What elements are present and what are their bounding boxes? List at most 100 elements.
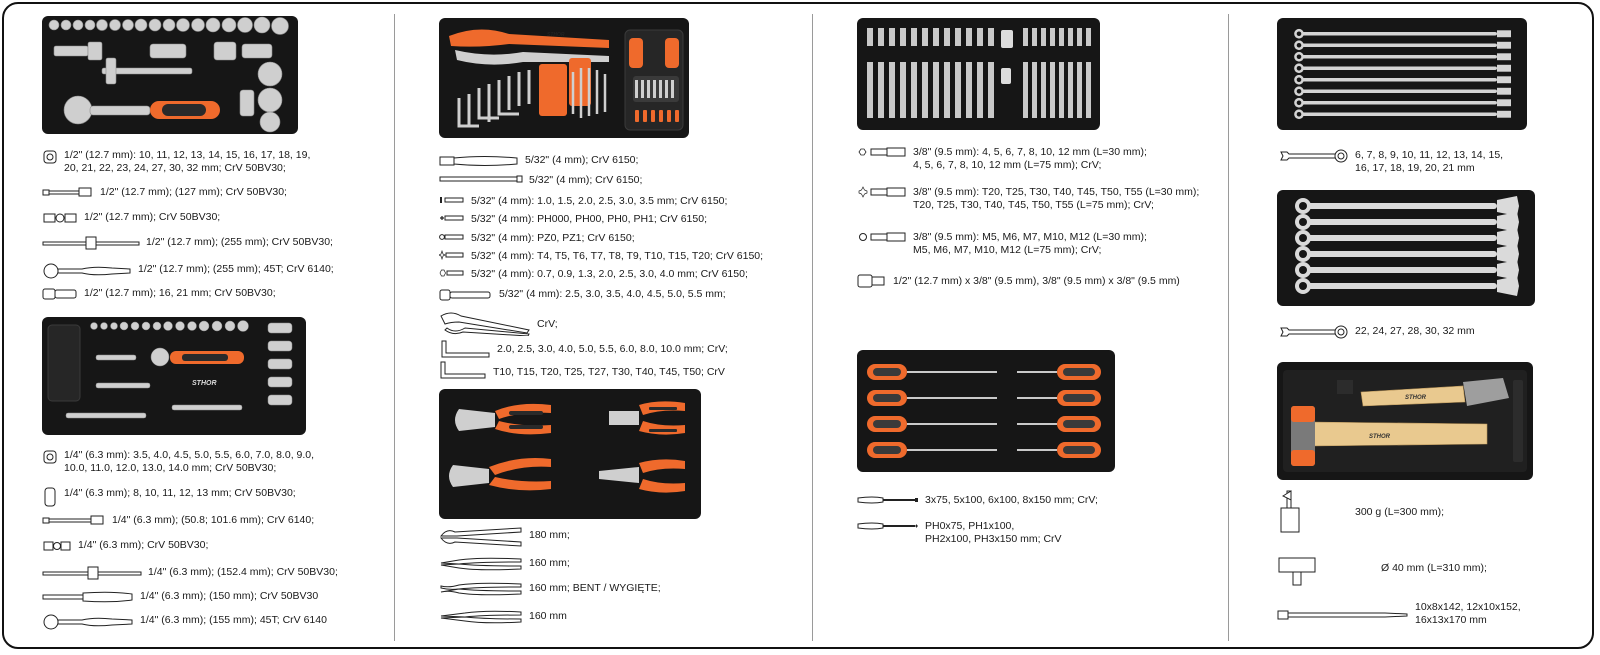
spec-row: 5/32" (4 mm): 1.0, 1.5, 2.0, 2.5, 3.0, 3…	[439, 195, 727, 208]
spec-row: CrV;	[439, 310, 558, 336]
spec-text: 160 mm; BENT / WYGIĘTE;	[529, 582, 661, 594]
spec-row: 1/4" (6.3 mm); (150 mm); CrV 50BV30	[42, 590, 318, 604]
spec-row: 1/2" (12.7 mm); 16, 21 mm; CrV 50BV30;	[42, 287, 276, 301]
spec-text: 1/2" (12.7 mm): 10, 11, 12, 13, 14, 15, …	[64, 149, 311, 174]
column-divider	[394, 14, 395, 641]
spec-row: 1/4" (6.3 mm); 8, 10, 11, 12, 13 mm; CrV…	[42, 487, 296, 507]
extension-bar-icon	[42, 515, 104, 525]
spec-row: 300 g (L=300 mm);	[1277, 490, 1444, 534]
spec-text: Ø 40 mm (L=310 mm);	[1381, 562, 1487, 574]
t-bar-icon	[42, 566, 142, 580]
combination-wrench-icon	[1280, 149, 1348, 163]
spec-row: 1/4" (6.3 mm); (155 mm); 45T; CrV 6140	[42, 614, 327, 630]
tray-small-wrenches	[1277, 18, 1527, 130]
pozidriv-bit-icon	[439, 234, 464, 240]
torx-key-icon	[440, 361, 486, 379]
spec-row: 22, 24, 27, 28, 30, 32 mm	[1277, 325, 1475, 339]
spec-text: 3/8" (9.5 mm): T20, T25, T30, T40, T45, …	[913, 186, 1200, 211]
spec-row: 1/4" (6.3 mm); (50.8; 101.6 mm); CrV 614…	[42, 514, 314, 527]
column-divider	[812, 14, 813, 641]
spec-row: 5/32" (4 mm); CrV 6150;	[439, 174, 642, 187]
spec-row: 1/2" (12.7 mm); CrV 50BV30;	[42, 211, 220, 225]
spec-row: 6, 7, 8, 9, 10, 11, 12, 13, 14, 15, 16, …	[1277, 149, 1503, 174]
svg-text:STHOR: STHOR	[547, 32, 565, 38]
spec-text: 6, 7, 8, 9, 10, 11, 12, 13, 14, 15, 16, …	[1355, 149, 1504, 174]
tray-screwdrivers	[857, 350, 1115, 472]
spec-row: 1/4" (6.3 mm): 3.5, 4.0, 4.5, 5.0, 5.5, …	[42, 449, 314, 474]
machinist-hammer-icon	[1280, 490, 1300, 533]
spec-text: 1/2" (12.7 mm); CrV 50BV30;	[84, 211, 221, 223]
spec-text: 300 g (L=300 mm);	[1355, 506, 1445, 518]
combination-wrench-icon	[1280, 325, 1348, 339]
spec-text: 1/2" (12.7 mm); (255 mm); CrV 50BV30;	[146, 236, 333, 248]
spec-text: 1/4" (6.3 mm); CrV 50BV30;	[78, 539, 209, 551]
tray-hammers-chisels: STHOR STHOR	[1277, 362, 1533, 480]
phillips-screwdriver-icon	[857, 522, 918, 530]
ratchet-icon	[43, 614, 133, 630]
slotted-bit-icon	[440, 197, 464, 203]
brand-logo: STHOR	[1369, 434, 1391, 440]
spec-text: 5/32" (4 mm); CrV 6150;	[529, 174, 643, 186]
spec-text: 1/2" (12.7 mm); (255 mm); 45T; CrV 6140;	[138, 263, 334, 275]
socket-icon	[43, 450, 57, 464]
spec-row: Ø 40 mm (L=310 mm);	[1277, 556, 1487, 586]
adapter-icon	[857, 274, 885, 288]
socket-icon	[43, 150, 57, 164]
cutting-pliers-icon	[439, 527, 522, 547]
spec-text: CrV;	[537, 318, 558, 330]
spec-text: 3x75, 5x100, 6x100, 8x150 mm; CrV;	[925, 494, 1098, 506]
t-bar-icon	[42, 236, 140, 250]
spec-row: 1/2" (12.7 mm) x 3/8" (9.5 mm), 3/8" (9.…	[857, 273, 1180, 289]
spec-text: 160 mm	[529, 610, 567, 622]
spec-text: 1/2" (12.7 mm); 16, 21 mm; CrV 50BV30;	[84, 287, 276, 299]
spec-text: 1/4" (6.3 mm); 8, 10, 11, 12, 13 mm; CrV…	[64, 487, 296, 499]
spec-row: 5/32" (4 mm): T4, T5, T6, T7, T8, T9, T1…	[439, 250, 763, 263]
socket-adapter-icon	[439, 289, 491, 301]
spark-plug-socket-icon	[42, 288, 77, 300]
spec-row: 180 mm;	[439, 526, 570, 548]
spec-row: 5/32" (4 mm): 0.7, 0.9, 1.3, 2.0, 2.5, 3…	[439, 268, 748, 281]
spec-row: 1/2" (12.7 mm); (127 mm); CrV 50BV30;	[42, 186, 287, 199]
phillips-bit-icon	[440, 215, 464, 221]
spec-text: 180 mm;	[529, 529, 570, 541]
spec-text: 3/8" (9.5 mm): 4, 5, 6, 7, 8, 10, 12 mm …	[913, 146, 1147, 171]
spec-row: 3/8" (9.5 mm): M5, M6, M7, M10, M12 (L=3…	[857, 231, 1147, 256]
hex-key-icon	[441, 340, 490, 358]
long-nose-pliers-icon	[440, 610, 522, 624]
slotted-screwdriver-icon	[857, 496, 918, 504]
combination-pliers-icon	[440, 557, 522, 571]
spec-text: 5/32" (4 mm): T4, T5, T6, T7, T8, T9, T1…	[471, 250, 764, 262]
spec-row: 5/32" (4 mm): 2.5, 3.0, 3.5, 4.0, 4.5, 5…	[439, 288, 726, 302]
spec-text: 1/2" (12.7 mm); (127 mm); CrV 50BV30;	[100, 186, 287, 198]
bent-nose-pliers-icon	[440, 582, 522, 596]
spec-row: 1/2" (12.7 mm); (255 mm); CrV 50BV30;	[42, 236, 333, 250]
torx-bit-icon	[439, 250, 464, 260]
column-wrenches-hammers: 6, 7, 8, 9, 10, 11, 12, 13, 14, 15, 16, …	[1229, 4, 1596, 647]
spec-row: 1/2" (12.7 mm); (255 mm); 45T; CrV 6140;	[42, 263, 334, 279]
spec-row: T10, T15, T20, T25, T27, T30, T40, T45, …	[439, 360, 725, 382]
spec-text: 2.0, 2.5, 3.0, 4.0, 5.0, 5.5, 6.0, 8.0, …	[497, 343, 728, 355]
spec-row: 160 mm;	[439, 555, 570, 573]
spec-row: 10x8x142, 12x10x152, 16x13x170 mm	[1277, 601, 1521, 626]
chisel-icon	[1277, 610, 1408, 620]
spinner-handle-icon	[42, 591, 133, 603]
spec-text: 5/32" (4 mm): PZ0, PZ1; CrV 6150;	[471, 232, 635, 244]
spec-text: 5/32" (4 mm): 2.5, 3.0, 3.5, 4.0, 4.5, 5…	[499, 288, 726, 300]
spec-text: 5/32" (4 mm): PH000, PH00, PH0, PH1; CrV…	[471, 213, 707, 225]
ratchet-icon	[43, 263, 131, 279]
spline-bit-long-icon	[859, 232, 906, 242]
tray-pliers	[439, 389, 701, 519]
spec-text: 1/4" (6.3 mm); (150 mm); CrV 50BV30	[140, 590, 319, 602]
spec-row: 160 mm; BENT / WYGIĘTE;	[439, 580, 661, 598]
tray-quarter-inch-sockets: STHOR	[42, 317, 306, 435]
tray-half-inch-sockets	[42, 16, 298, 134]
spec-row: 2.0, 2.5, 3.0, 4.0, 5.0, 5.5, 6.0, 8.0, …	[439, 339, 728, 359]
deep-socket-icon	[44, 487, 56, 507]
water-pump-pliers-icon	[440, 312, 530, 336]
brand-logo: STHOR	[1405, 395, 1427, 401]
spec-text: 10x8x142, 12x10x152, 16x13x170 mm	[1415, 601, 1521, 626]
tray-large-wrenches	[1277, 190, 1535, 306]
torx-bit-long-icon	[858, 186, 906, 198]
spec-text: 5/32" (4 mm); CrV 6150;	[525, 154, 639, 166]
